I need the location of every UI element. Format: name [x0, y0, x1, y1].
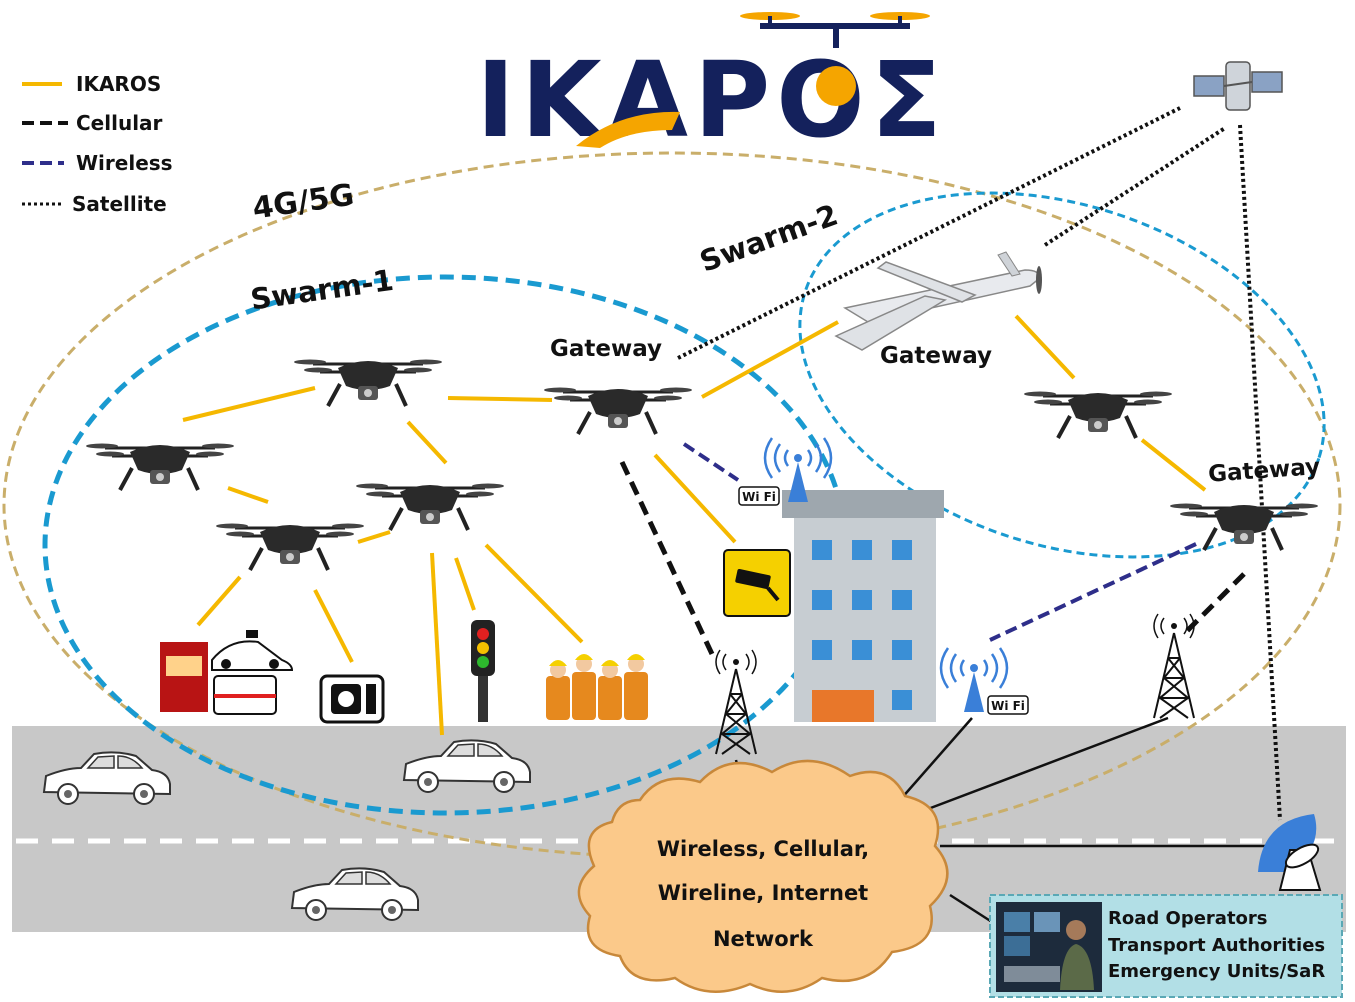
speed-camera-icon [319, 674, 385, 724]
network-cloud: Wireless, Cellular, Wireline, Internet N… [577, 759, 949, 993]
ikaros-logo: IKAPOΣ [476, 12, 947, 161]
gateway-drone-icon [1168, 501, 1320, 552]
drone-icon [84, 441, 236, 492]
cctv-sign-icon [723, 549, 791, 617]
traffic-light-icon [471, 620, 495, 722]
wifi-badge-label: Wi Fi [742, 490, 776, 504]
cloud-line-2: Wireline, Internet [658, 881, 868, 905]
building-icon [782, 490, 944, 722]
fixed-wing-uav-icon [834, 251, 1042, 351]
cellular-links [619, 460, 1246, 656]
label-gateway-swarm2: Gateway [1207, 454, 1321, 488]
satellite-icon [1193, 61, 1283, 111]
operations-center: Road Operators Transport Authorities Eme… [989, 894, 1343, 998]
wifi-badge: Wi Fi [987, 695, 1029, 715]
swarm2-area [798, 191, 1326, 559]
drone-icon [214, 521, 366, 572]
emergency-vehicles-icon [160, 630, 294, 715]
label-gateway-plane: Gateway [880, 343, 992, 369]
label-gateway-swarm1: Gateway [550, 336, 662, 362]
drone-icon [354, 481, 506, 532]
legend-ikaros: IKAROS [76, 72, 161, 96]
satellite-dish-icon [1258, 814, 1322, 891]
ops-emergency-units: Emergency Units/SaR [1108, 961, 1325, 982]
ikaros-links [182, 314, 1207, 736]
wireline-links [734, 716, 1274, 924]
wifi-badge-label: Wi Fi [991, 699, 1025, 713]
logo-drone-icon [740, 12, 930, 48]
cloud-line-3: Network [713, 927, 814, 951]
legend-cellular: Cellular [76, 111, 163, 135]
workers-icon [546, 654, 648, 720]
logo-accent [816, 66, 856, 106]
drone-icon [1022, 389, 1174, 440]
logo-road-swoosh [576, 111, 680, 148]
label-swarm1: Swarm-1 [248, 263, 395, 317]
logo-text: IKAPOΣ [476, 39, 947, 161]
legend-satellite: Satellite [72, 192, 167, 216]
ops-transport-authorities: Transport Authorities [1108, 935, 1325, 956]
legend: IKAROS Cellular Wireless Satellite [22, 72, 173, 216]
ops-road-operators: Road Operators [1108, 908, 1268, 929]
cloud-line-1: Wireless, Cellular, [657, 837, 869, 861]
wifi-badge: Wi Fi [738, 486, 780, 506]
satellite-links [677, 106, 1282, 821]
label-4g5g: 4G/5G [250, 178, 356, 227]
legend-wireless: Wireless [76, 151, 173, 175]
wireless-links [682, 442, 1197, 642]
control-room-photo [996, 902, 1102, 992]
drone-icon [292, 357, 444, 408]
gateway-drone-icon [542, 385, 694, 436]
label-swarm2: Swarm-2 [695, 198, 842, 279]
